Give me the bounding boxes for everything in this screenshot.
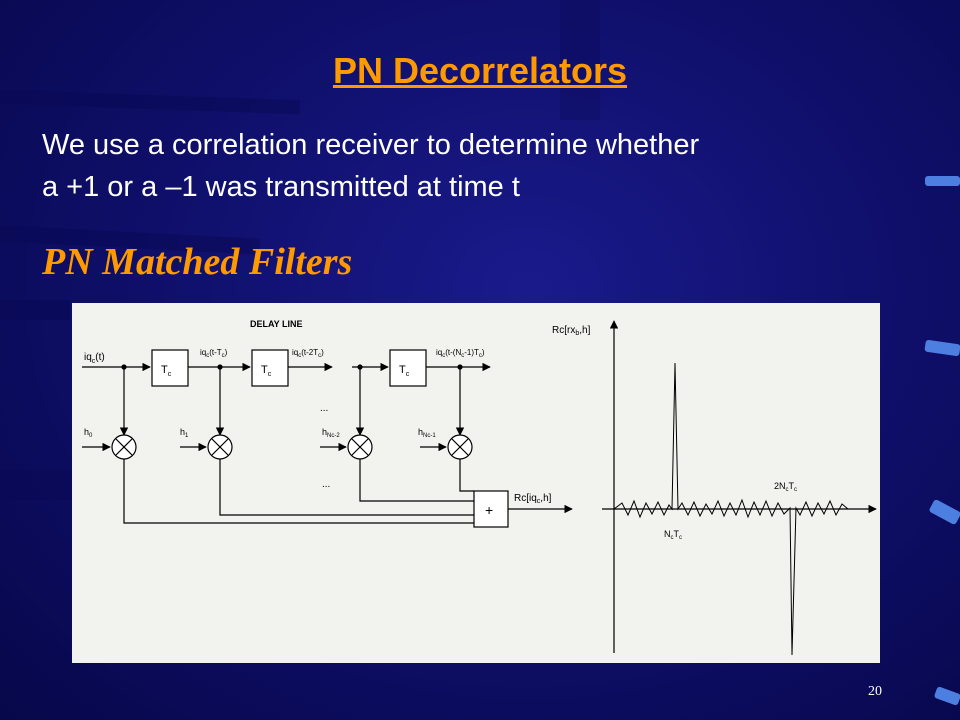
- ellipsis-bottom: ...: [322, 479, 330, 490]
- multiplier-1: [111, 434, 137, 460]
- sum-symbol: +: [485, 502, 493, 518]
- body-line-2: a +1 or a –1 was transmitted at time t: [42, 171, 520, 203]
- ellipsis-top: ...: [320, 403, 328, 414]
- delay-label-1: Tc: [161, 364, 172, 378]
- accent-bar-1: [925, 176, 960, 186]
- peak-negative-label: 2NcTc: [774, 481, 797, 493]
- input-label: iqc(t): [84, 352, 105, 365]
- delay-block-1: [151, 349, 189, 387]
- delay-line-header: DELAY LINE: [250, 319, 303, 329]
- slide-title: PN Decorrelators: [0, 50, 960, 92]
- weight-hn2: hNc-2: [322, 427, 340, 439]
- body-line-1: We use a correlation receiver to determi…: [42, 129, 700, 161]
- multiplier-2: [207, 434, 233, 460]
- plot-ylabel: Rc[rxb,h]: [552, 325, 591, 337]
- accent-bar-4: [933, 686, 960, 706]
- peak-positive-label: NcTc: [664, 529, 682, 541]
- multiplier-4: [447, 434, 473, 460]
- body-text: We use a correlation receiver to determi…: [42, 124, 902, 208]
- title-bold: PN: [332, 50, 383, 91]
- output-label: Rc[iqc,h]: [514, 493, 552, 505]
- weight-hn1: hNc-1: [418, 427, 436, 439]
- title-rest: Decorrelators: [382, 50, 628, 91]
- delayed-output-3: iqc(t-(Nc-1)Tc): [436, 348, 485, 359]
- delayed-output-2: iqc(t-2Tc): [292, 348, 324, 359]
- sum-block: [473, 490, 509, 528]
- delay-label-2: Tc: [261, 364, 272, 378]
- multiplier-3: [347, 434, 373, 460]
- delay-block-3: [389, 349, 427, 387]
- subtitle: PN Matched Filters: [42, 241, 353, 283]
- pn-matched-filter-diagram: DELAY LINE: [72, 303, 880, 663]
- weight-h0: h0: [84, 427, 93, 439]
- accent-bar-2: [924, 339, 960, 357]
- delay-label-3: Tc: [399, 364, 410, 378]
- accent-bar-3: [928, 498, 960, 526]
- page-number: 20: [868, 684, 882, 699]
- weight-h1: h1: [180, 427, 189, 439]
- delay-block-2: [251, 349, 289, 387]
- delayed-output-1: iqc(t-Tc): [200, 348, 228, 359]
